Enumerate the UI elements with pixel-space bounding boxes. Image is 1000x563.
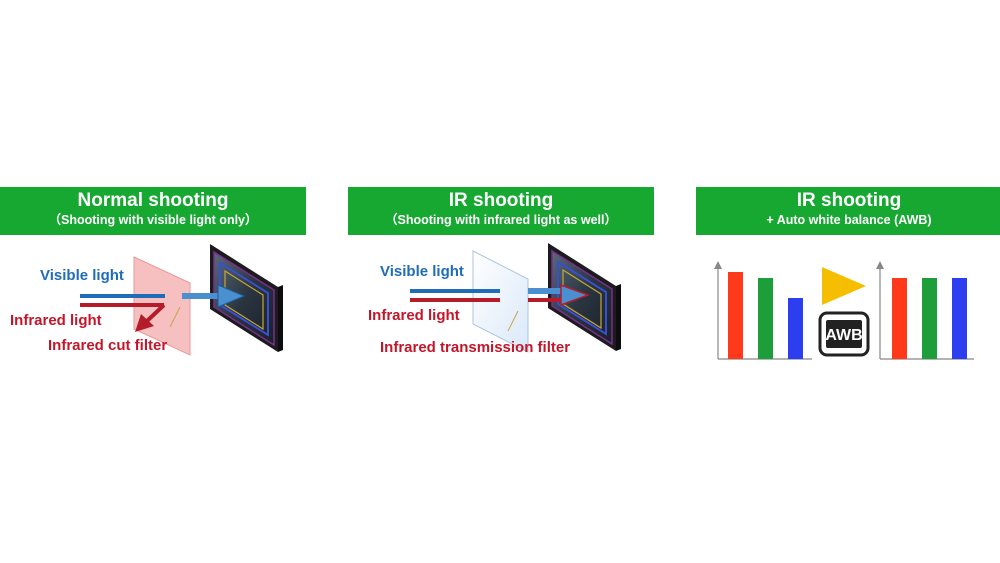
normal-shooting-subtitle: （Shooting with visible light only） <box>48 213 258 227</box>
infrared-light-label: Infrared light <box>368 307 460 324</box>
ir-shooting-illustration <box>410 243 621 353</box>
awb-subtitle: + Auto white balance (AWB) <box>766 213 932 227</box>
histogram-before <box>714 261 812 360</box>
infrared-transmission-filter-label: Infrared transmission filter <box>380 339 571 356</box>
filter-leader-line <box>169 306 181 328</box>
histogram-before-axis-arrow <box>714 261 722 269</box>
ir-shooting-header: IR shooting （Shooting with infrared ligh… <box>348 187 654 235</box>
histogram-after-bar-red <box>892 278 907 359</box>
awb-title: IR shooting <box>796 190 902 211</box>
ir-shooting-title: IR shooting <box>448 190 554 211</box>
awb-panel: IR shooting + Auto white balance (AWB) A… <box>696 187 1000 387</box>
ir-shooting-panel: IR shooting （Shooting with infrared ligh… <box>348 187 654 387</box>
normal-shooting-title: Normal shooting <box>77 190 229 211</box>
awb-icon: AWB <box>818 311 870 357</box>
normal-shooting-panel: Normal shooting （Shooting with visible l… <box>0 187 306 387</box>
combined-light-arrowhead <box>560 283 591 307</box>
infrared-light-label: Infrared light <box>10 312 102 329</box>
ir-shooting-subtitle: （Shooting with infrared light as well） <box>385 213 617 227</box>
histogram-after-bar-blue <box>952 278 967 359</box>
histogram-after <box>876 261 974 360</box>
normal-shooting-header: Normal shooting （Shooting with visible l… <box>0 187 306 235</box>
visible-light-arrowhead <box>217 284 246 308</box>
histogram-after-axis-arrow <box>876 261 884 269</box>
histogram-before-bar-red <box>728 272 743 359</box>
infrared-cut-filter-label: Infrared cut filter <box>48 337 168 354</box>
infrared-light-arrowhead <box>135 314 154 332</box>
awb-illustration: AWB <box>714 261 974 360</box>
awb-icon-label: AWB <box>825 327 862 344</box>
visible-light-label: Visible light <box>380 263 464 280</box>
play-triangle-icon <box>822 267 866 305</box>
image-sensor-icon <box>210 244 283 352</box>
histogram-before-bar-blue <box>788 298 803 359</box>
visible-light-label: Visible light <box>40 267 124 284</box>
normal-shooting-illustration <box>80 244 283 356</box>
awb-header: IR shooting + Auto white balance (AWB) <box>696 187 1000 235</box>
histogram-before-bar-green <box>758 278 773 359</box>
filter-leader-line <box>507 310 519 332</box>
histogram-after-bar-green <box>922 278 937 359</box>
